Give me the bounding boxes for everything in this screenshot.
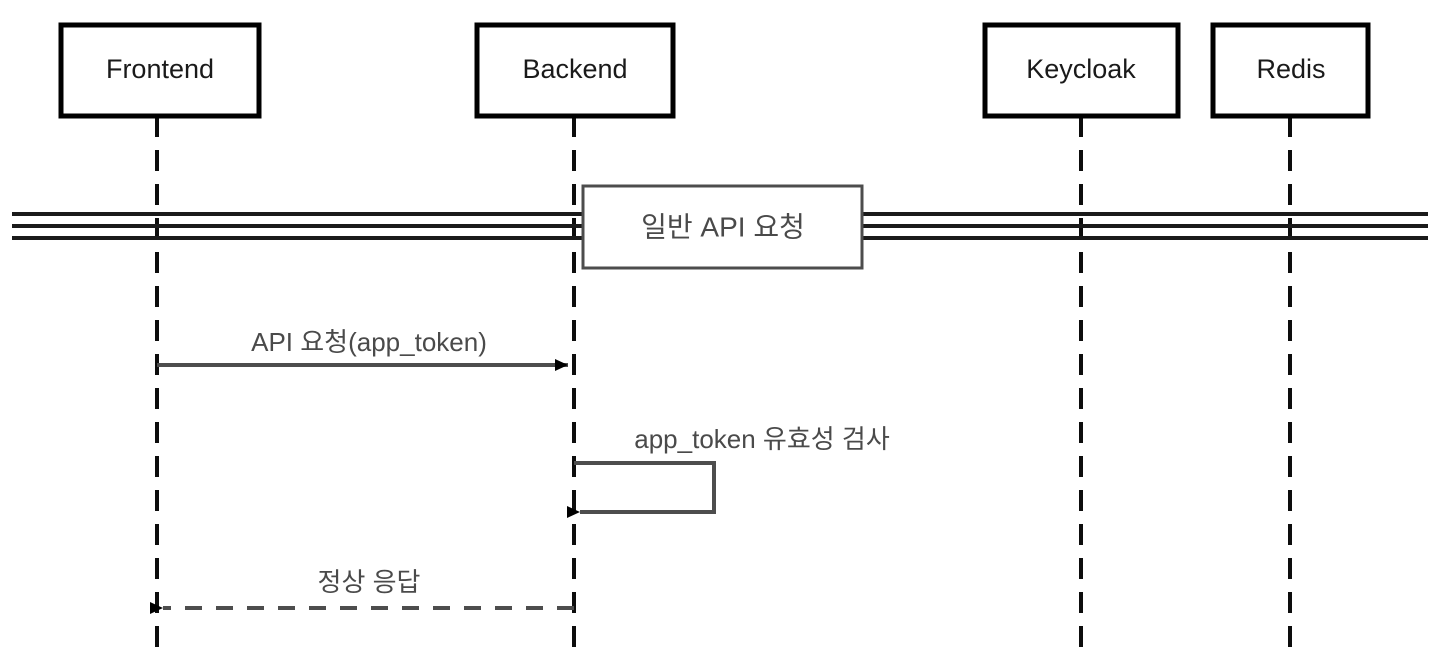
message-selfloop-token-validate[interactable] [567,461,716,518]
participant-label-backend: Backend [522,54,627,84]
participant-box-backend[interactable] [474,22,676,119]
message-label-api-request: API 요청(app_token) [251,327,487,357]
message-normal-response[interactable]: 정상 응답 [150,567,574,614]
divider-label-box [581,184,864,270]
message-api-request[interactable]: API 요청(app_token) [157,327,568,371]
participant-box-frontend[interactable] [58,22,262,119]
participant-label-redis: Redis [1256,54,1325,84]
participant-frontend[interactable]: Frontend [58,22,262,119]
lifelines-group [155,116,1292,652]
section-divider: 일반 API 요청 [12,184,1428,270]
message-label-token-validate: app_token 유효성 검사 [634,424,890,454]
divider-label-text: 일반 API 요청 [641,211,805,242]
participant-keycloak[interactable]: Keycloak [982,22,1181,119]
participant-box-keycloak[interactable] [982,22,1181,119]
message-token-validate[interactable]: app_token 유효성 검사 [567,424,890,518]
participant-label-keycloak: Keycloak [1026,54,1136,84]
participant-backend[interactable]: Backend [474,22,676,119]
participant-redis[interactable]: Redis [1210,22,1371,119]
participant-box-redis[interactable] [1210,22,1371,119]
message-label-normal-response: 정상 응답 [318,567,421,597]
participant-label-frontend: Frontend [106,54,214,84]
